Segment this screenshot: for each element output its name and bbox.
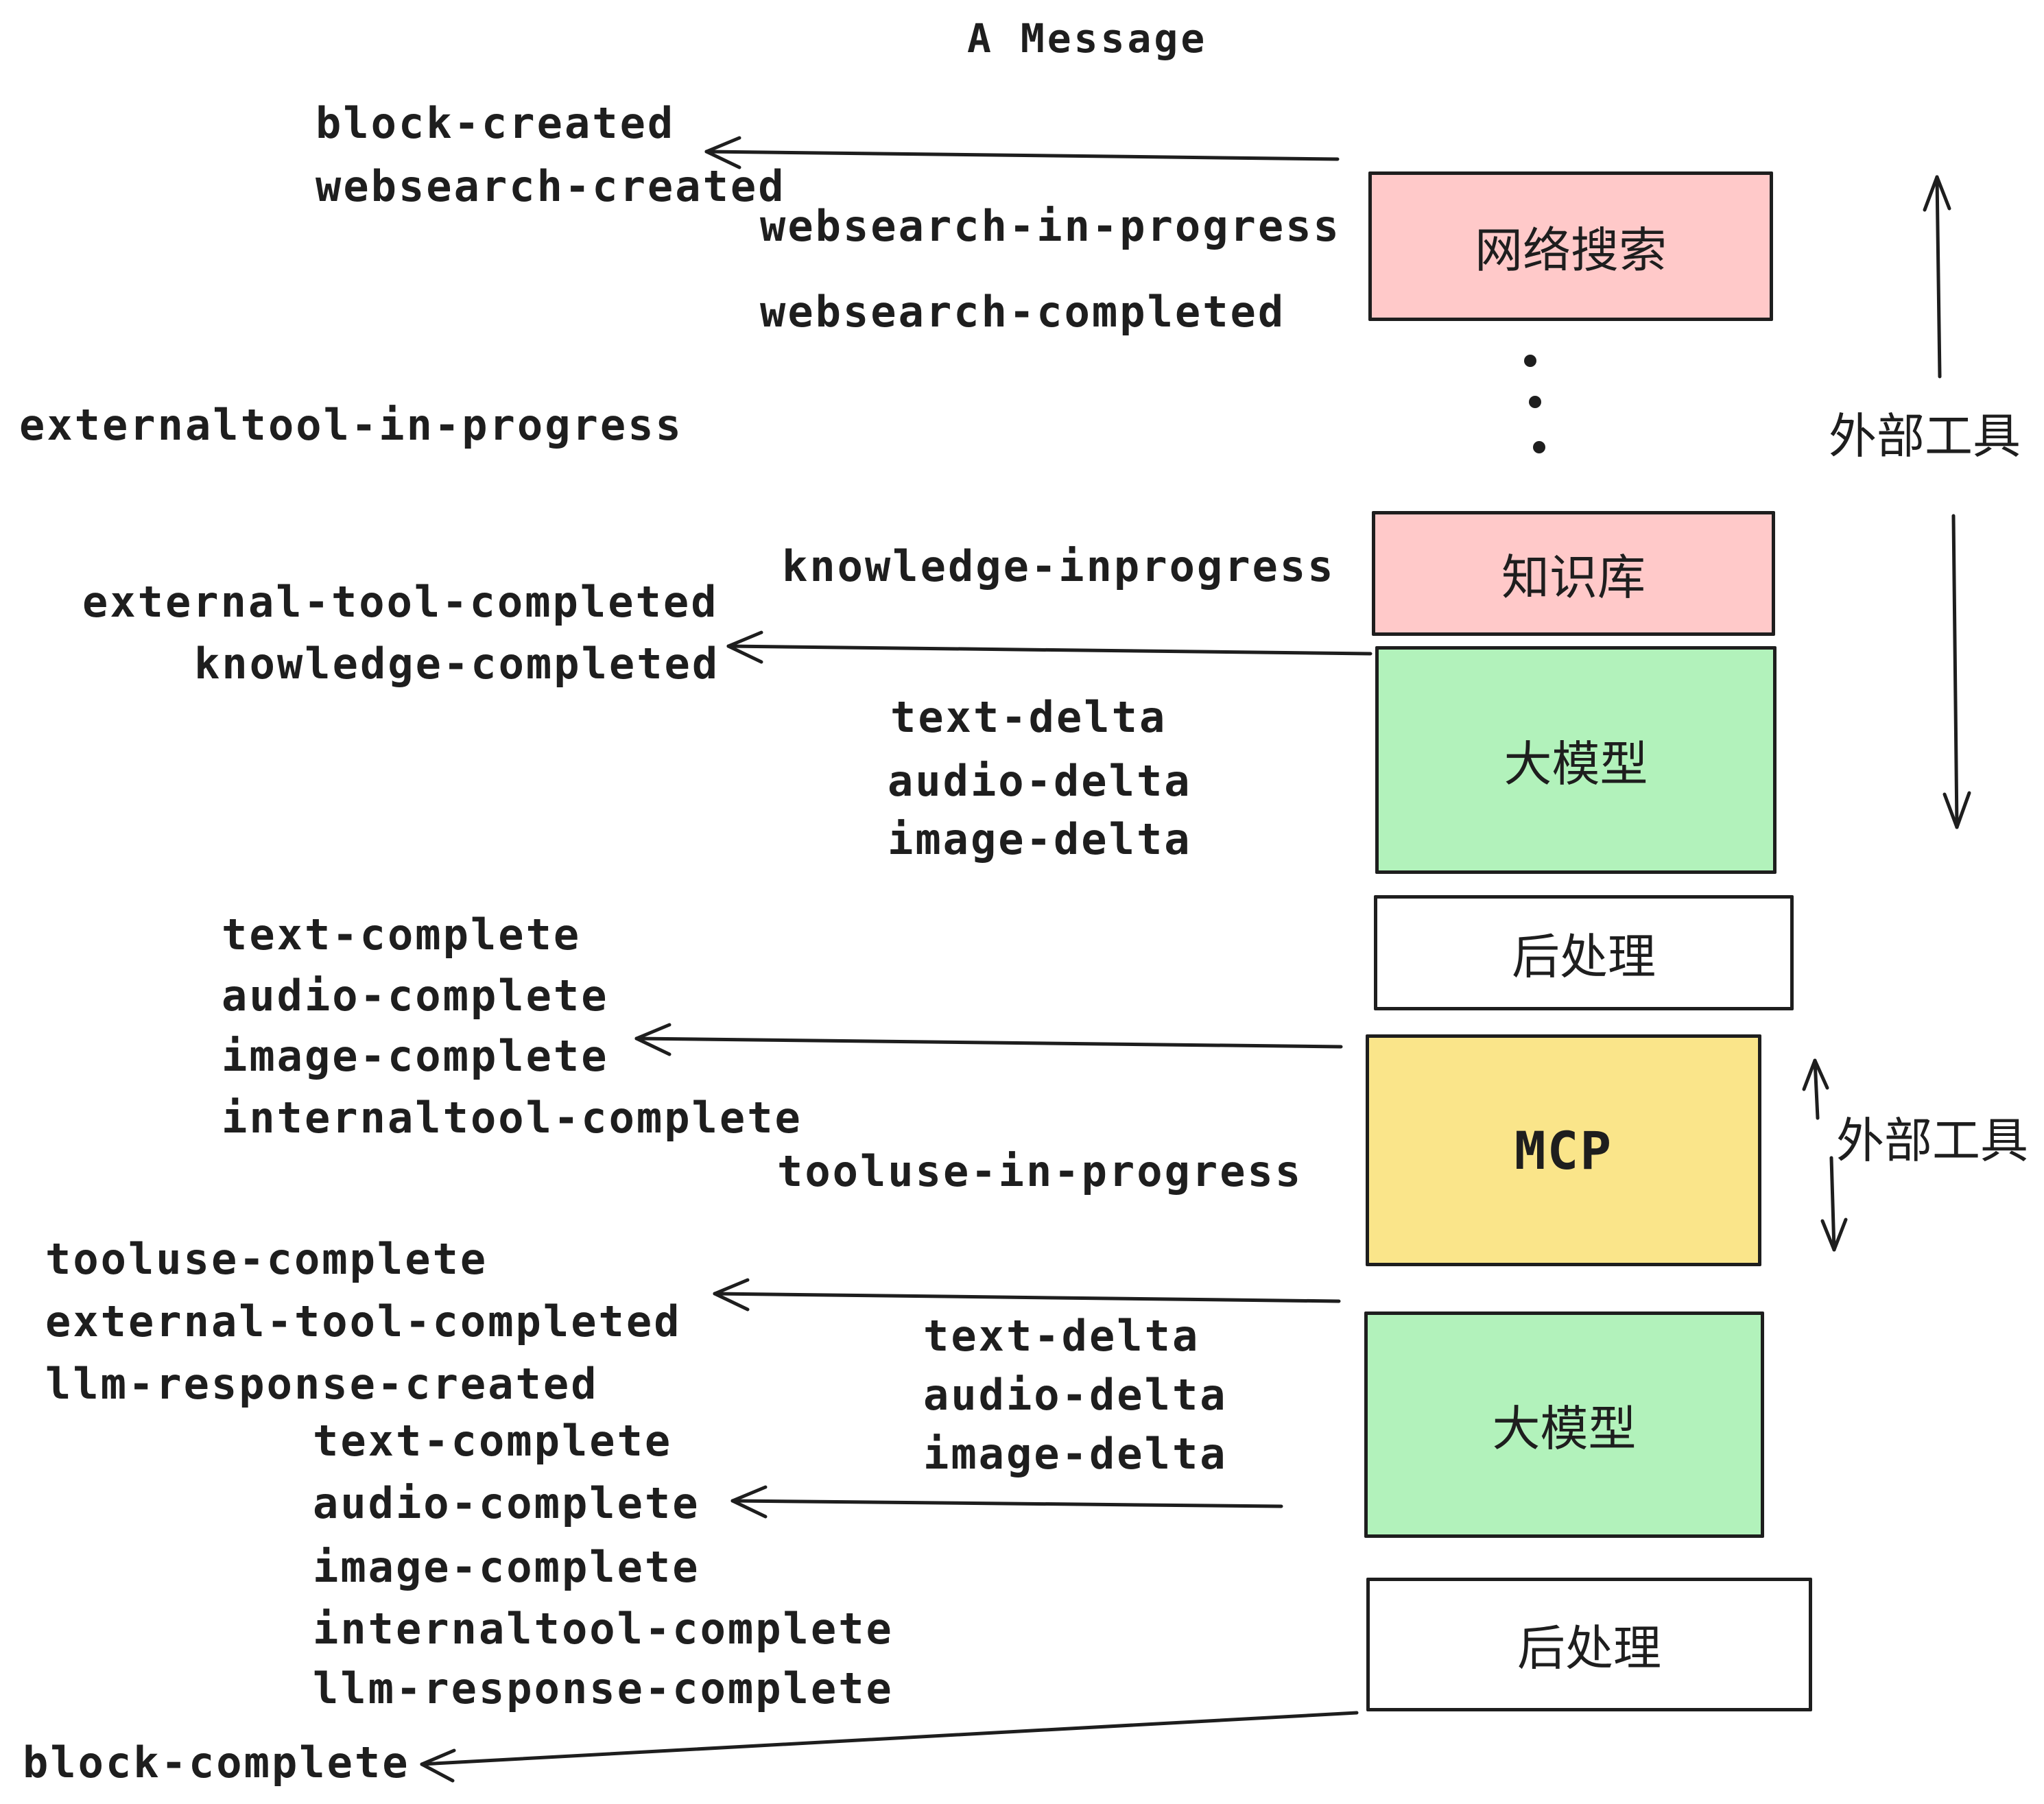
event-audio-complete-1: audio-complete — [222, 971, 609, 1021]
node-llm-1: 大模型 — [1375, 646, 1776, 874]
event-image-complete-2: image-complete — [313, 1542, 700, 1592]
node-mcp-label: MCP — [1514, 1119, 1613, 1181]
event-text-complete-2: text-complete — [313, 1416, 673, 1466]
event-knowledge-inprogress: knowledge-inprogress — [782, 541, 1335, 591]
event-text-delta-1: text-delta — [890, 692, 1167, 742]
external-tools-top-up-arrow — [1923, 175, 1951, 379]
event-internaltool-complete-2: internaltool-complete — [313, 1604, 894, 1654]
arrow-to-block-created — [704, 136, 1340, 169]
event-audio-delta-2: audio-delta — [923, 1370, 1228, 1420]
node-postprocess-1: 后处理 — [1374, 895, 1794, 1010]
event-image-delta-1: image-delta — [888, 814, 1192, 864]
event-tooluse-complete: tooluse-complete — [45, 1234, 488, 1284]
event-websearch-completed: websearch-completed — [760, 287, 1286, 337]
event-tooluse-in-progress: tooluse-in-progress — [777, 1146, 1303, 1196]
event-audio-delta-1: audio-delta — [888, 756, 1192, 806]
diagram-title: A Message — [967, 15, 1208, 62]
arrow-to-knowledge-completed — [726, 630, 1372, 664]
event-block-complete: block-complete — [23, 1737, 410, 1788]
node-llm-1-label: 大模型 — [1504, 735, 1648, 792]
external-tools-mcp-up-arrow — [1802, 1058, 1829, 1120]
node-postprocess-2: 后处理 — [1366, 1578, 1812, 1711]
event-internaltool-complete-1: internaltool-complete — [222, 1093, 803, 1143]
event-block-created: block-created — [316, 98, 676, 148]
node-websearch-label: 网络搜索 — [1475, 222, 1667, 278]
side-label-external-tools-mcp: 外部工具 — [1836, 1113, 2028, 1169]
node-mcp: MCP — [1366, 1034, 1761, 1266]
event-knowledge-completed: knowledge-completed — [194, 639, 720, 689]
event-llm-response-complete: llm-response-complete — [313, 1663, 894, 1713]
event-text-delta-2: text-delta — [923, 1311, 1200, 1361]
node-postprocess-2-label: 后处理 — [1517, 1620, 1661, 1676]
node-websearch: 网络搜索 — [1368, 171, 1773, 321]
node-knowledge-label: 知识库 — [1501, 549, 1645, 606]
event-websearch-created: websearch-created — [316, 161, 786, 211]
ellipsis-dots — [1524, 355, 1545, 453]
event-websearch-in-progress: websearch-in-progress — [760, 201, 1341, 251]
event-image-delta-2: image-delta — [923, 1429, 1228, 1479]
event-external-tool-completed-2: external-tool-completed — [45, 1296, 682, 1346]
node-llm-2: 大模型 — [1364, 1312, 1764, 1538]
side-label-external-tools-top: 外部工具 — [1829, 408, 2021, 464]
node-knowledge: 知识库 — [1372, 511, 1775, 636]
event-externaltool-in-progress: externaltool-in-progress — [19, 400, 683, 450]
node-llm-2-label: 大模型 — [1492, 1400, 1637, 1457]
event-llm-response-created: llm-response-created — [45, 1359, 599, 1409]
arrow-to-block-complete — [420, 1711, 1359, 1783]
arrow-to-tooluse-complete — [713, 1278, 1341, 1312]
event-external-tool-completed-1: external-tool-completed — [82, 577, 719, 627]
event-audio-complete-2: audio-complete — [313, 1478, 700, 1528]
arrow-to-audio-complete — [730, 1485, 1283, 1519]
external-tools-mcp-down-arrow — [1820, 1156, 1848, 1252]
node-postprocess-1-label: 后处理 — [1512, 928, 1656, 985]
event-text-complete-1: text-complete — [222, 910, 582, 960]
event-image-complete-1: image-complete — [222, 1031, 609, 1081]
arrow-to-image-complete — [634, 1023, 1343, 1056]
external-tools-top-down-arrow — [1942, 514, 1971, 829]
